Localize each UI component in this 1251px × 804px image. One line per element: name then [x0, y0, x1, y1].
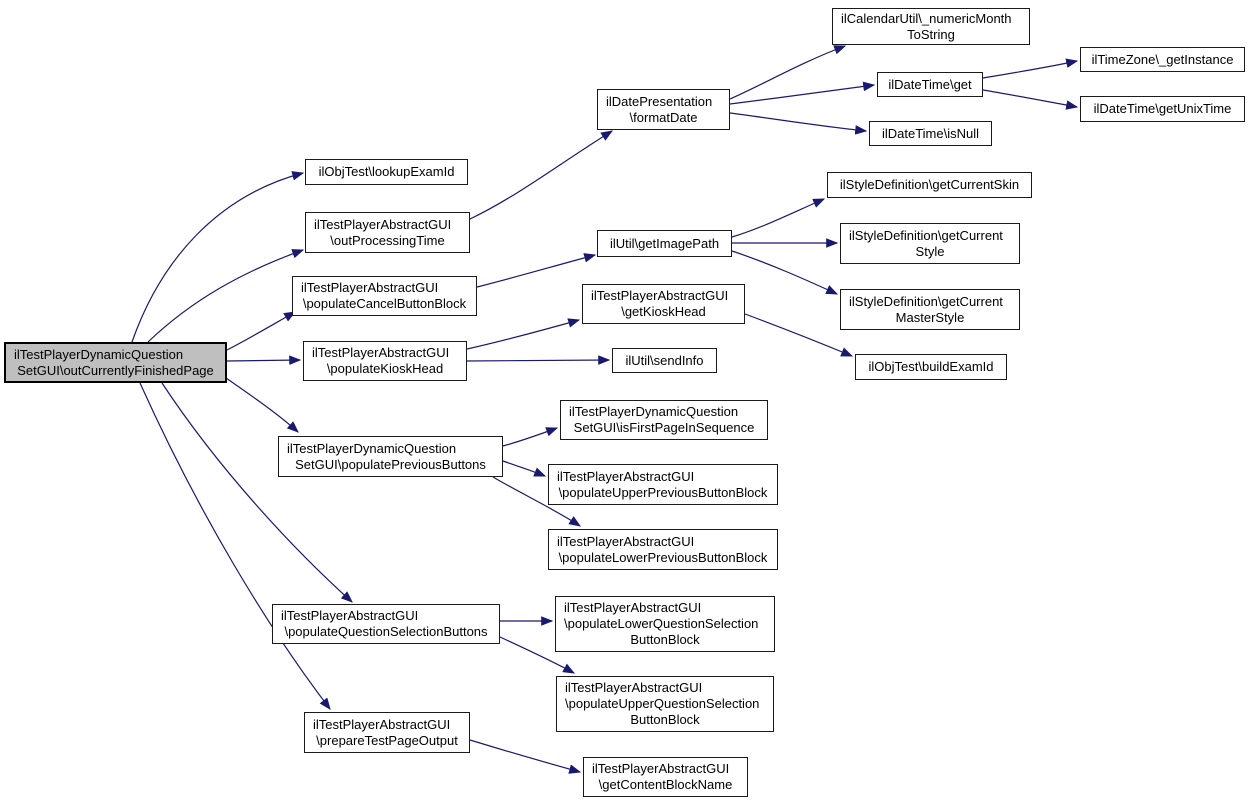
edge-outCurrentlyFinishedPage-populateKioskHead — [226, 355, 302, 365]
edge-populateKioskHead-sendInfo — [466, 355, 611, 365]
edge-outCurrentlyFinishedPage-outProcessingTime — [147, 249, 305, 343]
node-label-line: ilStyleDefinition\getCurrentSkin — [839, 177, 1020, 192]
node-dateTimeIsNull[interactable]: ilDateTime\isNull — [869, 121, 992, 146]
edge-outCurrentlyFinishedPage-populateQuestionSelectionButtons — [161, 382, 353, 603]
edge-dateTimeGet-timeZoneGetInstance — [982, 58, 1079, 79]
edge-formatDate-dateTimeIsNull — [729, 112, 868, 135]
node-label-line: ilTestPlayerAbstractGUI — [557, 468, 695, 484]
node-lookupExamId[interactable]: ilObjTest\lookupExamId — [305, 159, 468, 185]
node-label-line: \populateUpperPreviousButtonBlock — [558, 484, 768, 500]
node-isFirstPageInSequence[interactable]: ilTestPlayerDynamicQuestion SetGUI\isFir… — [560, 400, 768, 440]
node-dateTimeGet[interactable]: ilDateTime\get — [877, 72, 983, 97]
node-populateUpperQuestionSelectionButtonBlock[interactable]: ilTestPlayerAbstractGUI \populateUpperQu… — [556, 676, 774, 732]
edge-outCurrentlyFinishedPage-lookupExamId — [131, 171, 305, 343]
edge-getImagePath-getCurrentSkin — [731, 198, 826, 238]
node-populateUpperPreviousButtonBlock[interactable]: ilTestPlayerAbstractGUI \populateUpperPr… — [548, 464, 778, 505]
node-label-line: ButtonBlock — [630, 712, 700, 727]
edge-populateKioskHead-getKioskHead — [466, 318, 581, 350]
node-label-line: ilTimeZone\_getInstance — [1091, 51, 1234, 67]
node-label-line: \populateUpperQuestionSelection — [565, 696, 760, 711]
node-label-line: ilUtil\getImagePath — [609, 235, 720, 251]
node-buildExamId[interactable]: ilObjTest\buildExamId — [855, 354, 1007, 380]
edge-populateCancelButtonBlock-getImagePath — [476, 253, 597, 288]
node-getImagePath[interactable]: ilUtil\getImagePath — [597, 230, 732, 257]
node-label-line: ilTestPlayerAbstractGUI — [301, 280, 439, 295]
node-outCurrentlyFinishedPage: ilTestPlayerDynamicQuestion SetGUI\outCu… — [4, 342, 227, 383]
node-label-line: ilTestPlayerDynamicQuestion — [569, 404, 739, 419]
node-numericMonthToString[interactable]: ilCalendarUtil\_numericMonth ToString — [832, 8, 1030, 45]
node-label-line: \populateLowerQuestionSelection — [564, 616, 759, 631]
node-label-line: ilTestPlayerAbstractGUI — [281, 608, 419, 623]
node-label-line: MasterStyle — [895, 309, 965, 325]
node-label-line: ilTestPlayerAbstractGUI — [591, 288, 729, 303]
node-label-line: \populateQuestionSelectionButtons — [284, 624, 488, 639]
node-label-line: ilStyleDefinition\getCurrent — [849, 227, 1003, 243]
node-label-line: SetGUI\outCurrentlyFinishedPage — [17, 362, 214, 378]
edge-outCurrentlyFinishedPage-populateCancelButtonBlock — [226, 311, 297, 351]
node-label-line: ilTestPlayerAbstractGUI — [312, 345, 450, 360]
node-label-line: ilDateTime\isNull — [881, 125, 980, 141]
edge-populatePreviousButtons-populateLowerPreviousButtonBlock — [492, 476, 582, 527]
node-label-line: ilTestPlayerAbstractGUI — [564, 600, 702, 615]
node-sendInfo[interactable]: ilUtil\sendInfo — [612, 348, 717, 373]
node-label-line: \populateKioskHead — [326, 361, 444, 376]
node-populateQuestionSelectionButtons[interactable]: ilTestPlayerAbstractGUI \populateQuestio… — [272, 604, 500, 644]
node-label-line: ilTestPlayerAbstractGUI — [592, 761, 730, 776]
node-dateTimeGetUnixTime[interactable]: ilDateTime\getUnixTime — [1080, 96, 1245, 122]
edge-populatePreviousButtons-populateUpperPreviousButtonBlock — [502, 460, 547, 477]
node-label-line: ilTestPlayerDynamicQuestion — [287, 440, 457, 456]
node-label-line: \getContentBlockName — [598, 777, 733, 792]
node-label-line: ilDateTime\get — [888, 76, 972, 92]
node-label-line: \getKioskHead — [621, 304, 706, 319]
node-getCurrentStyle[interactable]: ilStyleDefinition\getCurrent Style — [840, 223, 1020, 264]
node-getCurrentSkin[interactable]: ilStyleDefinition\getCurrentSkin — [827, 172, 1032, 198]
node-label-line: ilStyleDefinition\getCurrent — [849, 293, 1003, 309]
node-label-line: \formatDate — [629, 109, 698, 125]
edge-outCurrentlyFinishedPage-populatePreviousButtons — [225, 377, 299, 433]
node-label-line: ButtonBlock — [630, 632, 700, 647]
node-populateCancelButtonBlock[interactable]: ilTestPlayerAbstractGUI \populateCancelB… — [292, 276, 477, 316]
node-label-line: ilDateTime\getUnixTime — [1093, 101, 1232, 116]
node-label-line: \populateCancelButtonBlock — [302, 296, 467, 311]
edge-prepareTestPageOutput-getContentBlockName — [469, 739, 582, 774]
node-label-line: ToString — [907, 26, 955, 42]
node-label-line: ilTestPlayerAbstractGUI — [314, 216, 452, 232]
node-timeZoneGetInstance[interactable]: ilTimeZone\_getInstance — [1080, 47, 1245, 72]
edge-populatePreviousButtons-isFirstPageInSequence — [502, 427, 559, 447]
edge-formatDate-dateTimeGet — [729, 81, 876, 105]
node-populatePreviousButtons[interactable]: ilTestPlayerDynamicQuestion SetGUI\popul… — [278, 436, 503, 477]
node-label-line: ilTestPlayerAbstractGUI — [313, 716, 451, 732]
node-getKioskHead[interactable]: ilTestPlayerAbstractGUI \getKioskHead — [582, 284, 745, 324]
node-label-line: ilObjTest\buildExamId — [868, 359, 994, 374]
node-label-line: ilUtil\sendInfo — [625, 352, 704, 368]
edge-getKioskHead-buildExamId — [744, 313, 854, 357]
node-label-line: ilTestPlayerAbstractGUI — [565, 680, 703, 695]
node-outProcessingTime[interactable]: ilTestPlayerAbstractGUI \outProcessingTi… — [305, 212, 470, 253]
node-populateLowerPreviousButtonBlock[interactable]: ilTestPlayerAbstractGUI \populateLowerPr… — [548, 529, 778, 570]
node-label-line: \outProcessingTime — [330, 232, 445, 248]
node-label-line: SetGUI\populatePreviousButtons — [295, 456, 486, 472]
edge-outCurrentlyFinishedPage-prepareTestPageOutput — [139, 382, 331, 710]
node-prepareTestPageOutput[interactable]: ilTestPlayerAbstractGUI \prepareTestPage… — [304, 712, 470, 753]
node-label-line: SetGUI\isFirstPageInSequence — [573, 420, 755, 435]
node-label-line: \prepareTestPageOutput — [316, 732, 458, 748]
edge-outProcessingTime-formatDate — [469, 130, 614, 220]
node-label-line: ilDatePresentation — [606, 93, 713, 109]
node-label-line: ilCalendarUtil\_numericMonth — [841, 10, 1012, 26]
node-label-line: \populateLowerPreviousButtonBlock — [558, 549, 768, 565]
node-label-line: ilTestPlayerAbstractGUI — [557, 533, 695, 549]
node-label-line: ilTestPlayerDynamicQuestion — [14, 346, 184, 362]
node-populateLowerQuestionSelectionButtonBlock[interactable]: ilTestPlayerAbstractGUI \populateLowerQu… — [555, 596, 775, 652]
edge-dateTimeGet-dateTimeGetUnixTime — [982, 89, 1079, 110]
edge-getImagePath-getCurrentMasterStyle — [731, 250, 839, 295]
node-label-line: ilObjTest\lookupExamId — [318, 164, 455, 179]
edge-formatDate-numericMonthToString — [729, 45, 847, 100]
node-label-line: Style — [915, 243, 945, 259]
node-getCurrentMasterStyle[interactable]: ilStyleDefinition\getCurrent MasterStyle — [840, 289, 1020, 330]
node-populateKioskHead[interactable]: ilTestPlayerAbstractGUI \populateKioskHe… — [303, 341, 467, 381]
node-getContentBlockName[interactable]: ilTestPlayerAbstractGUI \getContentBlock… — [583, 757, 748, 797]
node-formatDate[interactable]: ilDatePresentation \formatDate — [597, 89, 730, 130]
edge-populateQuestionSelectionButtons-populateUpperQuestionSelectionButtonBlock — [499, 636, 576, 674]
